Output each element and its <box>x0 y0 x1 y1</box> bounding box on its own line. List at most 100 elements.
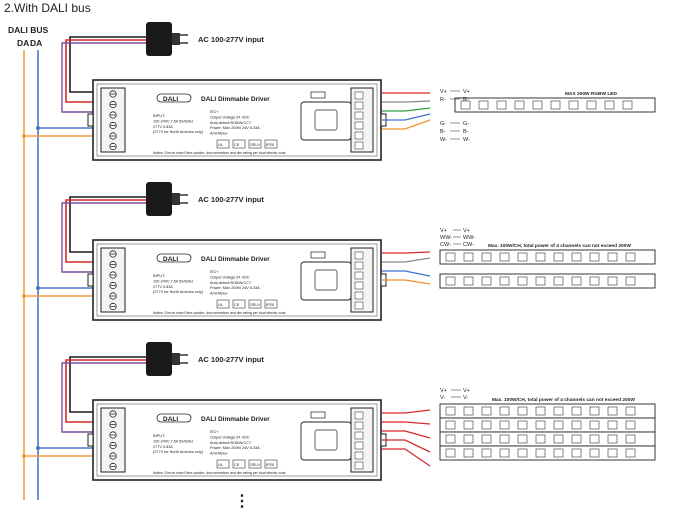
led-chip <box>589 406 600 416</box>
led-chip <box>589 434 600 444</box>
push-module-tab <box>310 251 326 259</box>
dali-logo-frame <box>156 413 192 423</box>
dali-logo-text: DALI <box>163 96 178 103</box>
wire-label: R- <box>463 97 469 103</box>
led-chip <box>481 420 492 430</box>
wire-label: CW- <box>463 242 474 248</box>
led-chip <box>463 276 474 286</box>
driver-inner-border <box>96 243 378 317</box>
cert-mark <box>264 139 278 149</box>
led-chip <box>589 252 600 262</box>
led-chip <box>553 276 564 286</box>
driver-inner-border <box>96 403 378 477</box>
led-chip <box>463 252 474 262</box>
power-plug <box>146 22 172 56</box>
driver-spec-line: Output Voltage:24 VDC <box>210 115 250 119</box>
cct-led-strip-1 <box>439 249 656 265</box>
driver-input-spec: 100-240V 2.5A 50/60Hz <box>153 279 193 283</box>
wire-label: W- <box>463 137 470 143</box>
ac-wire-purple <box>61 362 146 433</box>
output-wire <box>382 113 431 121</box>
led-chip <box>589 276 600 286</box>
led-chip <box>571 448 582 458</box>
led-chip <box>445 406 456 416</box>
bus-junction <box>22 134 26 138</box>
bus-junction <box>22 294 26 298</box>
cert-mark <box>264 299 278 309</box>
push-module <box>300 421 352 461</box>
led-chip <box>499 276 510 286</box>
driver-spec-line: IEC+ <box>210 270 219 274</box>
push-module <box>300 101 352 141</box>
output-terminal-slot <box>354 111 364 120</box>
output-terminal-slot <box>354 261 364 270</box>
wire-label: V+ <box>463 89 470 95</box>
led-chip <box>499 434 510 444</box>
led-chip <box>463 434 474 444</box>
led-chip <box>535 276 546 286</box>
output-wire <box>382 448 431 467</box>
cert-mark <box>248 459 262 469</box>
wire-label: V+ <box>440 89 447 95</box>
led-chip <box>553 448 564 458</box>
led-chip <box>463 448 474 458</box>
output-terminal-slot <box>354 291 364 300</box>
wire-label: WW- <box>463 235 475 241</box>
wire-label: V+ <box>463 228 470 234</box>
input-terminal-block <box>100 407 126 473</box>
push-module-inner <box>314 109 338 131</box>
cert-label: SELV <box>250 142 260 147</box>
driver-input-spec: 100-240V 2.5A 50/60Hz <box>153 439 193 443</box>
led-chip <box>478 100 489 110</box>
ac-wire-red <box>65 359 146 423</box>
cert-mark <box>216 299 230 309</box>
output-wire <box>382 107 431 112</box>
led-chip <box>535 406 546 416</box>
push-module-inner <box>314 269 338 291</box>
diagram-heading: 2.With DALI bus <box>4 1 91 15</box>
bus-junction <box>22 454 26 458</box>
led-chip <box>625 434 636 444</box>
led-chip <box>481 252 492 262</box>
led-chip <box>445 420 456 430</box>
cert-mark <box>216 139 230 149</box>
output-terminal-slot <box>354 141 364 150</box>
driver-spec-line: Auto-detect:RGBW/CCT <box>210 121 252 125</box>
bus-da-label-1: DA <box>17 38 29 48</box>
mount-tab-left <box>87 113 94 127</box>
mount-tab-left <box>87 273 94 287</box>
wire-label: B- <box>463 129 469 135</box>
cert-label: UL <box>218 302 224 307</box>
driver-input-spec: 277V 0.83A <box>153 445 173 449</box>
plug-neck <box>172 353 180 365</box>
driver-title: DALI Dimmable Driver <box>201 416 270 423</box>
driver-input-spec: INPUT: <box>153 434 165 438</box>
bus-label: DALI BUS <box>8 25 48 35</box>
bus-junction <box>36 446 40 450</box>
led-chip <box>517 276 528 286</box>
output-terminal-slot <box>354 441 364 450</box>
output-terminal-slot <box>354 251 364 260</box>
led-chip <box>625 276 636 286</box>
cert-label: CE <box>234 302 240 307</box>
wire-label: V+ <box>463 388 470 394</box>
driver-spec-line: IEC+ <box>210 430 219 434</box>
plug-neck <box>172 193 180 205</box>
cert-label: SELV <box>250 462 260 467</box>
output-terminal-slot <box>354 461 364 470</box>
ac-wire-black <box>69 356 146 413</box>
led-chip <box>445 276 456 286</box>
led-chip <box>535 420 546 430</box>
cert-mark <box>232 459 246 469</box>
ac-wire-purple <box>61 42 146 113</box>
led-chip <box>571 276 582 286</box>
bus-da-label-2: DA <box>30 38 42 48</box>
driver-input-spec: (277V for North America only) <box>153 130 204 134</box>
output-wire <box>382 257 431 263</box>
led-chip <box>463 420 474 430</box>
driver-input-spec: 100-240V 2.5A 50/60Hz <box>153 119 193 123</box>
led-chip <box>625 420 636 430</box>
output-wire <box>382 279 431 285</box>
ac-wire-red <box>65 199 146 263</box>
